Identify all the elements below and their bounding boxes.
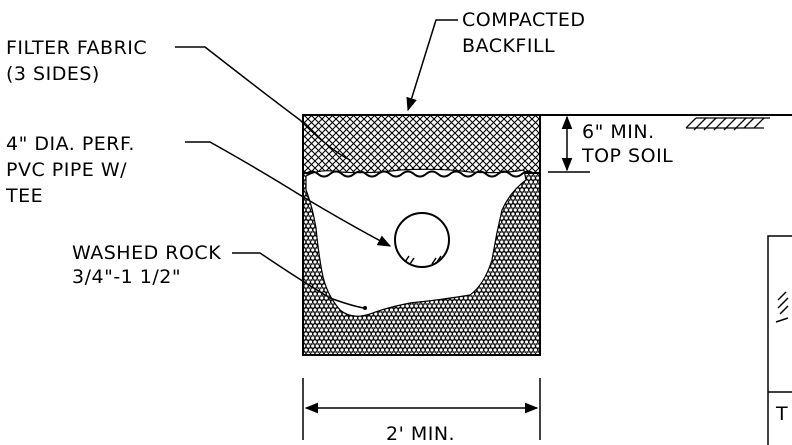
perforated-pipe bbox=[394, 212, 450, 268]
soil-hatch-symbol bbox=[685, 117, 770, 131]
title-block-label: T bbox=[775, 403, 788, 425]
title-block-frame bbox=[767, 235, 792, 445]
compacted-backfill-layer bbox=[302, 114, 541, 174]
filter-fabric-leader bbox=[175, 46, 351, 161]
title-block-symbol bbox=[775, 291, 789, 323]
washed-rock-leader bbox=[232, 252, 365, 309]
top-soil-label: 6" MIN. TOP SOIL bbox=[581, 121, 673, 167]
filter-fabric-line bbox=[305, 170, 535, 178]
washed-rock-leader-dot bbox=[363, 306, 367, 310]
filter-fabric-label: FILTER FABRIC (3 SIDES) bbox=[6, 37, 154, 85]
pipe-label: 4" DIA. PERF. PVC PIPE W/ TEE bbox=[5, 133, 141, 207]
washed-rock-label: WASHED ROCK 3/4"-1 1/2" bbox=[72, 242, 228, 288]
pipe-perforation-marks bbox=[404, 255, 442, 265]
compacted-backfill-leader bbox=[406, 19, 458, 112]
compacted-backfill-label: COMPACTED BACKFILL bbox=[462, 9, 592, 57]
width-dim-label: 2' MIN. bbox=[386, 423, 455, 445]
pipe-leader bbox=[185, 141, 392, 247]
